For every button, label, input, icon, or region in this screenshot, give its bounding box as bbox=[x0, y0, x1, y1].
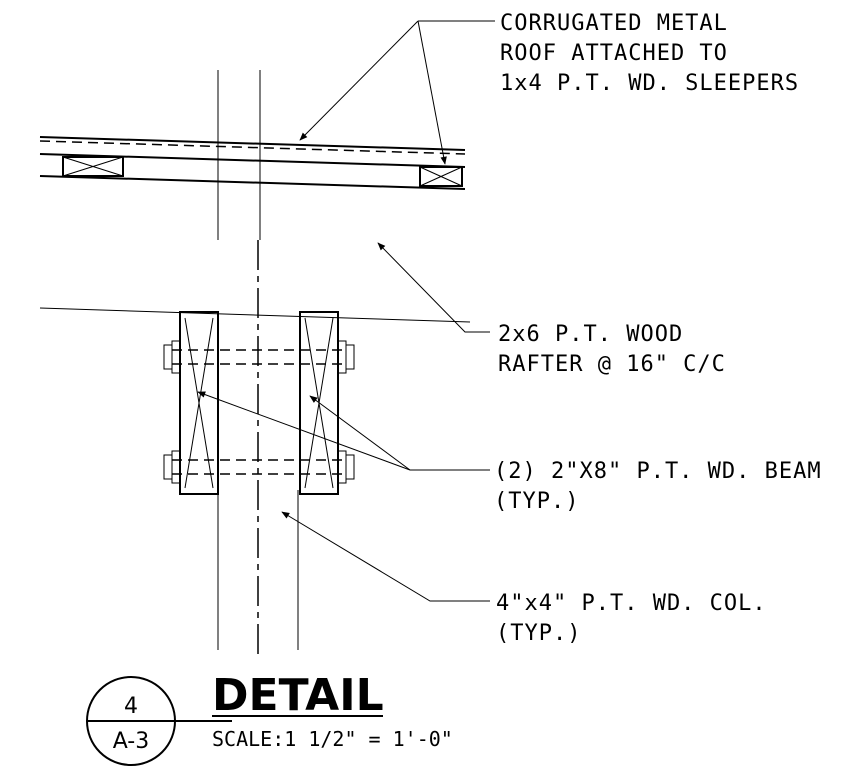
beam-left bbox=[179, 311, 219, 495]
leader-rafter bbox=[377, 242, 490, 333]
detail-bubble: 4 A-3 bbox=[86, 676, 232, 766]
note-beam-line-1: (2) 2"X8" P.T. WD. BEAM bbox=[494, 459, 822, 484]
detail-title: DETAIL bbox=[212, 670, 384, 721]
sheet-number: A-3 bbox=[113, 729, 150, 754]
note-roof-line-3: 1x4 P.T. WD. SLEEPERS bbox=[500, 71, 799, 96]
note-roof: CORRUGATED METAL ROOF ATTACHED TO 1x4 P.… bbox=[500, 11, 799, 96]
roof-assembly bbox=[39, 136, 466, 190]
note-column-line-1: 4"x4" P.T. WD. COL. bbox=[496, 591, 767, 616]
note-roof-line-1: CORRUGATED METAL bbox=[500, 11, 728, 36]
note-column: 4"x4" P.T. WD. COL. (TYP.) bbox=[496, 591, 767, 646]
leader-column bbox=[281, 511, 490, 602]
rafter-line bbox=[39, 307, 471, 323]
note-column-line-2: (TYP.) bbox=[496, 621, 581, 646]
detail-number: 4 bbox=[124, 694, 138, 719]
sleeper-left bbox=[62, 156, 124, 177]
note-roof-line-2: ROOF ATTACHED TO bbox=[500, 41, 728, 66]
bolt-bottom bbox=[163, 450, 355, 484]
column-lines bbox=[217, 70, 299, 660]
bolt-top bbox=[163, 340, 355, 374]
note-beam: (2) 2"X8" P.T. WD. BEAM (TYP.) bbox=[494, 459, 822, 514]
sleeper-right bbox=[419, 166, 463, 187]
leader-roof bbox=[299, 20, 495, 165]
note-rafter-line-2: RAFTER @ 16" C/C bbox=[498, 352, 726, 377]
note-rafter: 2x6 P.T. WOOD RAFTER @ 16" C/C bbox=[498, 322, 726, 377]
scale-label: SCALE:1 1/2" = 1'-0" bbox=[212, 727, 453, 751]
note-beam-line-2: (TYP.) bbox=[494, 489, 579, 514]
note-rafter-line-1: 2x6 P.T. WOOD bbox=[498, 322, 683, 347]
leader-beam bbox=[197, 391, 490, 471]
